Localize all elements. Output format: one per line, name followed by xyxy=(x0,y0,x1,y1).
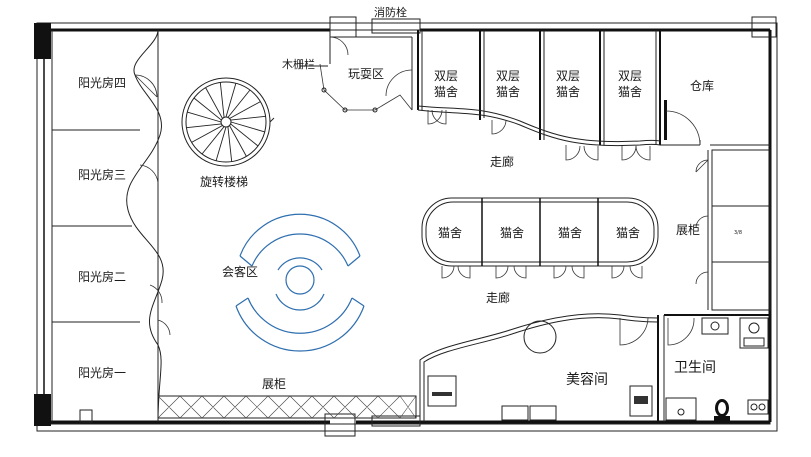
label-sunroom-2: 阳光房二 xyxy=(78,269,126,284)
label-wood-fence: 木栅栏 xyxy=(282,57,315,71)
warehouse xyxy=(660,110,770,146)
center-cat-houses xyxy=(421,197,659,279)
spiral-staircase xyxy=(181,77,275,167)
svg-text:3/8: 3/8 xyxy=(734,230,742,236)
grooming-table-round xyxy=(523,320,557,354)
restroom-toilet xyxy=(714,399,730,422)
stair-tread xyxy=(191,125,223,143)
stair-tread xyxy=(225,83,237,118)
play-area xyxy=(300,36,413,113)
stair-tread xyxy=(201,126,225,155)
label-warehouse: 仓库 xyxy=(690,78,714,93)
label-play-area: 玩耍区 xyxy=(348,67,384,81)
sunrooms xyxy=(51,29,171,423)
pillar-bottom-left xyxy=(34,394,51,426)
label-corridor-upper: 走廊 xyxy=(490,154,514,169)
stair-tread xyxy=(229,101,261,119)
grooming-bench-1 xyxy=(501,405,529,421)
label-grooming-room: 美容间 xyxy=(566,371,608,388)
label-display-cabinet-right: 展柜 xyxy=(676,223,700,237)
label-double-cat-house-3: 双层猫舍 xyxy=(556,69,580,99)
label-cat-house-4: 猫舍 xyxy=(616,225,640,240)
stair-tread xyxy=(187,111,222,123)
grooming-bench-2 xyxy=(529,405,557,421)
stair-tread xyxy=(219,82,225,118)
label-fire-hydrant: 消防栓 xyxy=(374,5,407,19)
label-corridor-lower: 走廊 xyxy=(486,290,510,305)
double-cat-houses xyxy=(417,30,667,161)
grooming-room xyxy=(419,313,659,422)
label-double-cat-house-4: 双层猫舍 xyxy=(618,69,642,99)
grooming-cabinet-right xyxy=(629,385,653,417)
stair-tread xyxy=(230,123,259,147)
outer-walls xyxy=(34,16,778,437)
stair-tread xyxy=(230,115,266,121)
label-sunroom-1: 阳光房一 xyxy=(78,365,126,380)
label-double-cat-house-2: 双层猫舍 xyxy=(496,69,520,99)
label-cat-house-1: 猫舍 xyxy=(438,225,462,240)
pillar-top-left xyxy=(34,23,51,59)
restroom-basin xyxy=(665,397,697,421)
stair-tread xyxy=(229,125,247,157)
stair-tread xyxy=(230,121,265,133)
stair-tread xyxy=(227,89,251,118)
restroom-washer xyxy=(739,317,769,349)
grooming-cabinet-left xyxy=(427,375,457,407)
reception-seating xyxy=(235,213,365,352)
bottom-display-cabinet xyxy=(157,395,417,419)
stair-tread xyxy=(227,126,233,162)
restroom-tub xyxy=(747,399,769,415)
restroom-sink xyxy=(701,317,729,335)
stair-tread xyxy=(193,97,222,121)
label-cat-house-2: 猫舍 xyxy=(500,225,524,240)
label-cat-house-3: 猫舍 xyxy=(558,225,582,240)
label-double-cat-house-1: 双层猫舍 xyxy=(434,69,458,99)
stair-tread xyxy=(205,87,223,119)
stair-tread xyxy=(186,123,222,129)
label-reception: 会客区 xyxy=(222,264,258,279)
stair-tread xyxy=(215,126,227,161)
label-restroom: 卫生间 xyxy=(674,360,716,376)
label-sunroom-4: 阳光房四 xyxy=(78,75,126,90)
label-display-cabinet-bottom: 展柜 xyxy=(262,377,286,391)
label-sunroom-3: 阳光房三 xyxy=(78,167,126,182)
label-spiral-stairs: 旋转楼梯 xyxy=(200,174,248,189)
restroom xyxy=(663,314,770,422)
right-display-cabinets: 3/8 xyxy=(695,149,771,311)
